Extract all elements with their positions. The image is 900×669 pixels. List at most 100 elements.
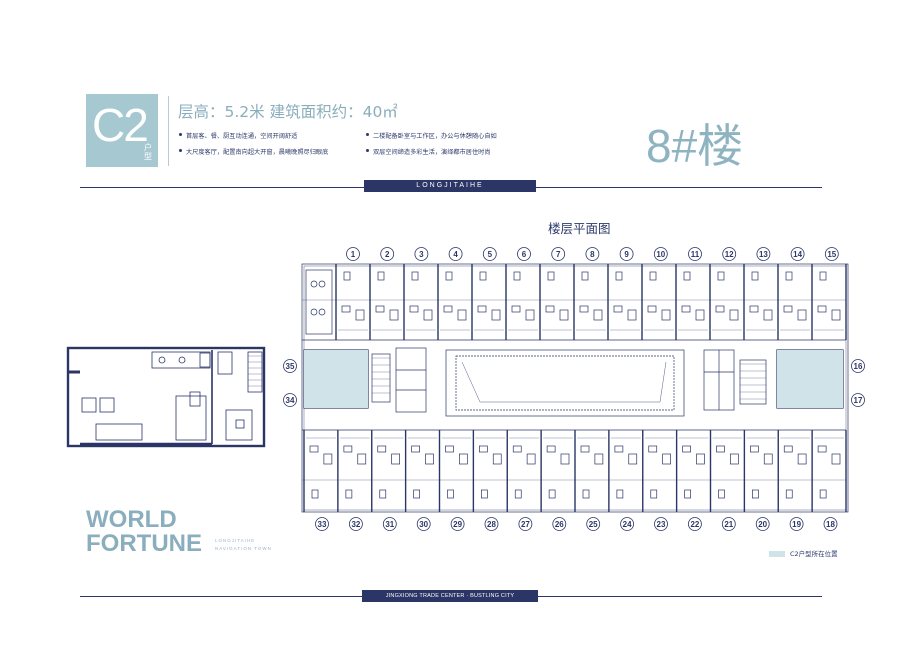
unit-marker-bottom bbox=[654, 517, 668, 531]
unit-number-top: 9 bbox=[624, 250, 629, 259]
unit-marker-right bbox=[851, 393, 865, 407]
unit-number-bottom: 27 bbox=[521, 520, 530, 529]
bottom-unit-furniture bbox=[831, 453, 841, 465]
bottom-unit-furniture bbox=[323, 453, 333, 465]
top-unit-furniture bbox=[477, 305, 487, 313]
feature-1: 首层客、餐、厨互动连通，空间开阔舒适 bbox=[178, 133, 298, 140]
unit-marker-left bbox=[283, 359, 297, 373]
bottom-unit-furniture bbox=[783, 445, 793, 453]
unit-number-bottom: 24 bbox=[623, 520, 632, 529]
bottom-unit-furniture bbox=[594, 453, 604, 465]
top-unit-furniture bbox=[545, 305, 555, 313]
unit-number-left: 35 bbox=[286, 362, 295, 371]
top-unit-furniture bbox=[681, 305, 691, 313]
unit-number-top: 13 bbox=[759, 250, 768, 259]
unit-marker-bottom bbox=[755, 517, 770, 531]
building-number: 8#楼 bbox=[646, 120, 744, 172]
top-unit-furniture bbox=[341, 305, 351, 313]
bottom-unit-bath bbox=[379, 489, 387, 499]
bottom-unit-furniture bbox=[546, 445, 556, 453]
detail-kitchen-counter bbox=[151, 351, 211, 369]
bottom-unit-bath bbox=[345, 489, 353, 499]
top-unit-bath bbox=[513, 271, 521, 281]
top-unit-furniture bbox=[559, 309, 569, 321]
top-unit-bath bbox=[343, 271, 351, 281]
detail-outer-wall bbox=[66, 346, 266, 448]
top-unit-furniture bbox=[491, 309, 501, 321]
bottom-unit-furniture bbox=[696, 453, 705, 465]
top-unit-bath bbox=[717, 271, 725, 281]
unit-marker-bottom bbox=[348, 517, 363, 531]
c2-highlight-right bbox=[777, 350, 843, 408]
unit-marker-bottom bbox=[688, 517, 702, 531]
unit-marker-bottom bbox=[315, 517, 329, 531]
top-unit-furniture bbox=[389, 309, 399, 321]
right-stair bbox=[739, 359, 767, 405]
top-unit-furniture bbox=[593, 309, 603, 321]
unit-marker-bottom bbox=[382, 517, 397, 531]
bottom-unit-furniture bbox=[309, 445, 319, 453]
feature-3: 二楼配备卧室与工作区，办公与休憩随心自如 bbox=[366, 133, 497, 140]
bottom-unit-furniture bbox=[716, 445, 725, 453]
detail-sofa bbox=[95, 423, 143, 441]
unit-marker-top bbox=[756, 247, 771, 261]
top-unit-furniture bbox=[627, 309, 637, 321]
unit-number-left: 34 bbox=[286, 396, 295, 405]
top-unit-furniture bbox=[763, 309, 773, 321]
top-unit-furniture bbox=[797, 309, 807, 321]
feature-2: 大尺度客厅，配置南向超大开窗，晨曦晚照尽归眼底 bbox=[178, 149, 329, 156]
detail-sink bbox=[158, 356, 166, 364]
unit-number-top: 10 bbox=[656, 250, 665, 259]
unit-marker-top bbox=[722, 247, 737, 261]
unit-detail-plan bbox=[66, 346, 266, 448]
unit-marker-bottom bbox=[450, 517, 465, 531]
bottom-unit-furniture bbox=[628, 453, 638, 465]
top-unit-bath bbox=[411, 271, 419, 281]
unit-number-top: 2 bbox=[385, 250, 390, 259]
unit-number-top: 1 bbox=[351, 250, 356, 259]
unit-number-top: 7 bbox=[556, 250, 561, 259]
detail-fridge bbox=[199, 352, 211, 368]
unit-number-bottom: 33 bbox=[318, 520, 327, 529]
unit-number-top: 6 bbox=[522, 250, 527, 259]
legend-label: C2户型所在位置 bbox=[790, 550, 838, 558]
top-left-fixture bbox=[318, 308, 326, 316]
top-unit-furniture bbox=[457, 309, 467, 321]
unit-number-top: 4 bbox=[453, 250, 458, 259]
unit-number-top: 14 bbox=[793, 250, 802, 259]
unit-marker-top bbox=[346, 247, 360, 261]
left-stair bbox=[371, 353, 391, 403]
unit-marker-left bbox=[283, 393, 297, 407]
left-core bbox=[395, 347, 427, 413]
bottom-unit-furniture bbox=[479, 445, 488, 453]
unit-marker-bottom bbox=[721, 517, 736, 531]
unit-marker-top bbox=[790, 247, 805, 261]
top-banner: LONGJITAIHE bbox=[364, 180, 536, 192]
top-unit-furniture bbox=[749, 305, 759, 313]
legend-swatch bbox=[769, 551, 785, 557]
unit-number-top: 11 bbox=[691, 250, 700, 259]
unit-code: C2 bbox=[92, 99, 149, 151]
unit-headline: 层高：5.2米 建筑面积约：40㎡ bbox=[178, 103, 398, 121]
bottom-unit-furniture bbox=[662, 453, 671, 465]
unit-marker-bottom bbox=[416, 517, 431, 531]
top-unit-furniture bbox=[715, 305, 725, 313]
unit-marker-top bbox=[619, 247, 634, 261]
top-unit-bath bbox=[615, 271, 623, 281]
unit-number-bottom: 31 bbox=[385, 520, 394, 529]
bottom-unit-bath bbox=[582, 489, 590, 499]
unit-number-bottom: 26 bbox=[555, 520, 564, 529]
bottom-unit-bath bbox=[819, 489, 827, 499]
top-left-fixture bbox=[310, 280, 318, 288]
top-left-fixture bbox=[318, 280, 326, 288]
bottom-unit-furniture bbox=[730, 453, 739, 465]
detail-stair bbox=[247, 351, 263, 393]
unit-marker-bottom bbox=[789, 517, 804, 531]
top-unit-furniture bbox=[409, 305, 419, 313]
bottom-unit-bath bbox=[616, 489, 624, 499]
bottom-unit-bath bbox=[752, 489, 759, 499]
bottom-unit-furniture bbox=[750, 445, 759, 453]
unit-marker-top bbox=[688, 247, 702, 261]
top-unit-furniture bbox=[375, 305, 385, 313]
